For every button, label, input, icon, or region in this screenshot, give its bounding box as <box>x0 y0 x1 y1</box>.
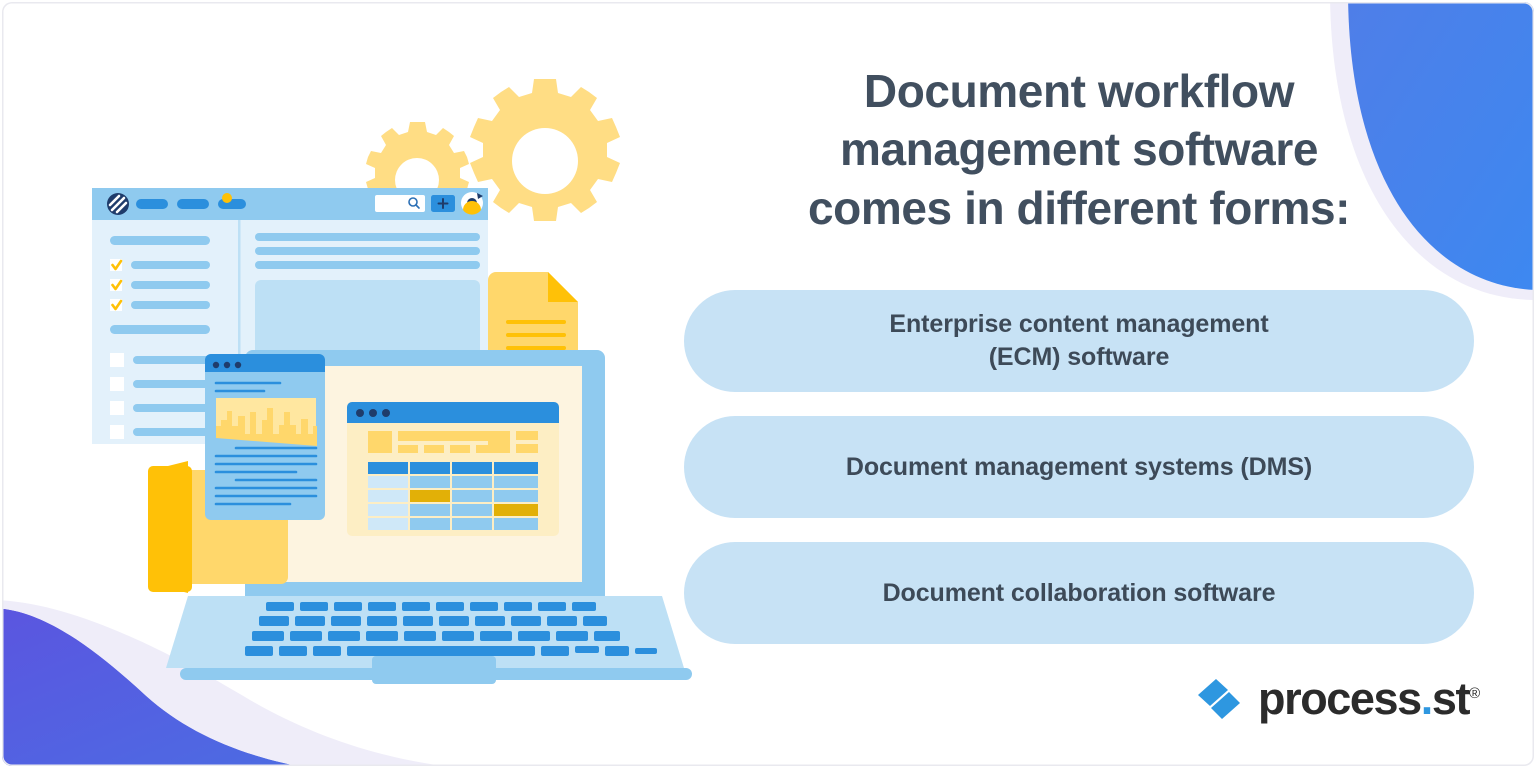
logo-word-main: process <box>1258 673 1422 724</box>
nav-pill <box>218 199 246 209</box>
card-ecm-label: Enterprise content management (ECM) soft… <box>889 310 1269 371</box>
card-dms[interactable]: Document management systems (DMS) <box>684 416 1474 518</box>
checklist-item-checked <box>110 259 210 271</box>
circle-slash-logo-icon <box>107 193 129 215</box>
card-collaboration-label: Document collaboration software <box>882 578 1276 607</box>
table-grid <box>368 462 538 530</box>
headline-line-1: Document workflow <box>863 65 1295 117</box>
brand-logo[interactable]: process.st® <box>1196 676 1480 721</box>
trackpad <box>372 656 496 684</box>
gear-large-icon <box>470 79 620 221</box>
checklist-unchecked <box>110 353 210 439</box>
headline-line-3: comes in different forms: <box>807 181 1351 234</box>
card-collaboration[interactable]: Document collaboration software <box>684 542 1474 644</box>
plus-button <box>431 195 455 212</box>
page-title: Document workflow management software co… <box>684 62 1474 237</box>
logo-word-dot: . <box>1420 673 1434 724</box>
card-list: Enterprise content management (ECM) soft… <box>684 290 1474 668</box>
card-dms-label: Document management systems (DMS) <box>845 452 1313 481</box>
headline-line-2: management software <box>839 123 1319 176</box>
process-st-mark-icon <box>1198 678 1240 719</box>
city-skyline-image <box>216 398 317 446</box>
article-window <box>205 354 325 520</box>
illustration-group <box>92 79 692 684</box>
search-input <box>375 195 425 212</box>
notification-dot <box>222 193 232 203</box>
laptop-keyboard <box>245 602 657 656</box>
user-avatar <box>461 192 483 215</box>
spreadsheet-window <box>347 402 559 536</box>
logo-word-suffix: st <box>1431 673 1471 724</box>
nav-pill <box>136 199 168 209</box>
search-icon <box>408 197 420 209</box>
card-ecm[interactable]: Enterprise content management (ECM) soft… <box>684 290 1474 392</box>
checklist-item-checked <box>110 299 210 311</box>
logo-wordmark: process.st® <box>1258 676 1480 721</box>
checklist <box>110 259 210 311</box>
nav-pill <box>177 199 209 209</box>
content-column: Document workflow management software co… <box>684 62 1474 682</box>
checklist-item-checked <box>110 279 210 291</box>
registered-mark: ® <box>1469 685 1481 702</box>
